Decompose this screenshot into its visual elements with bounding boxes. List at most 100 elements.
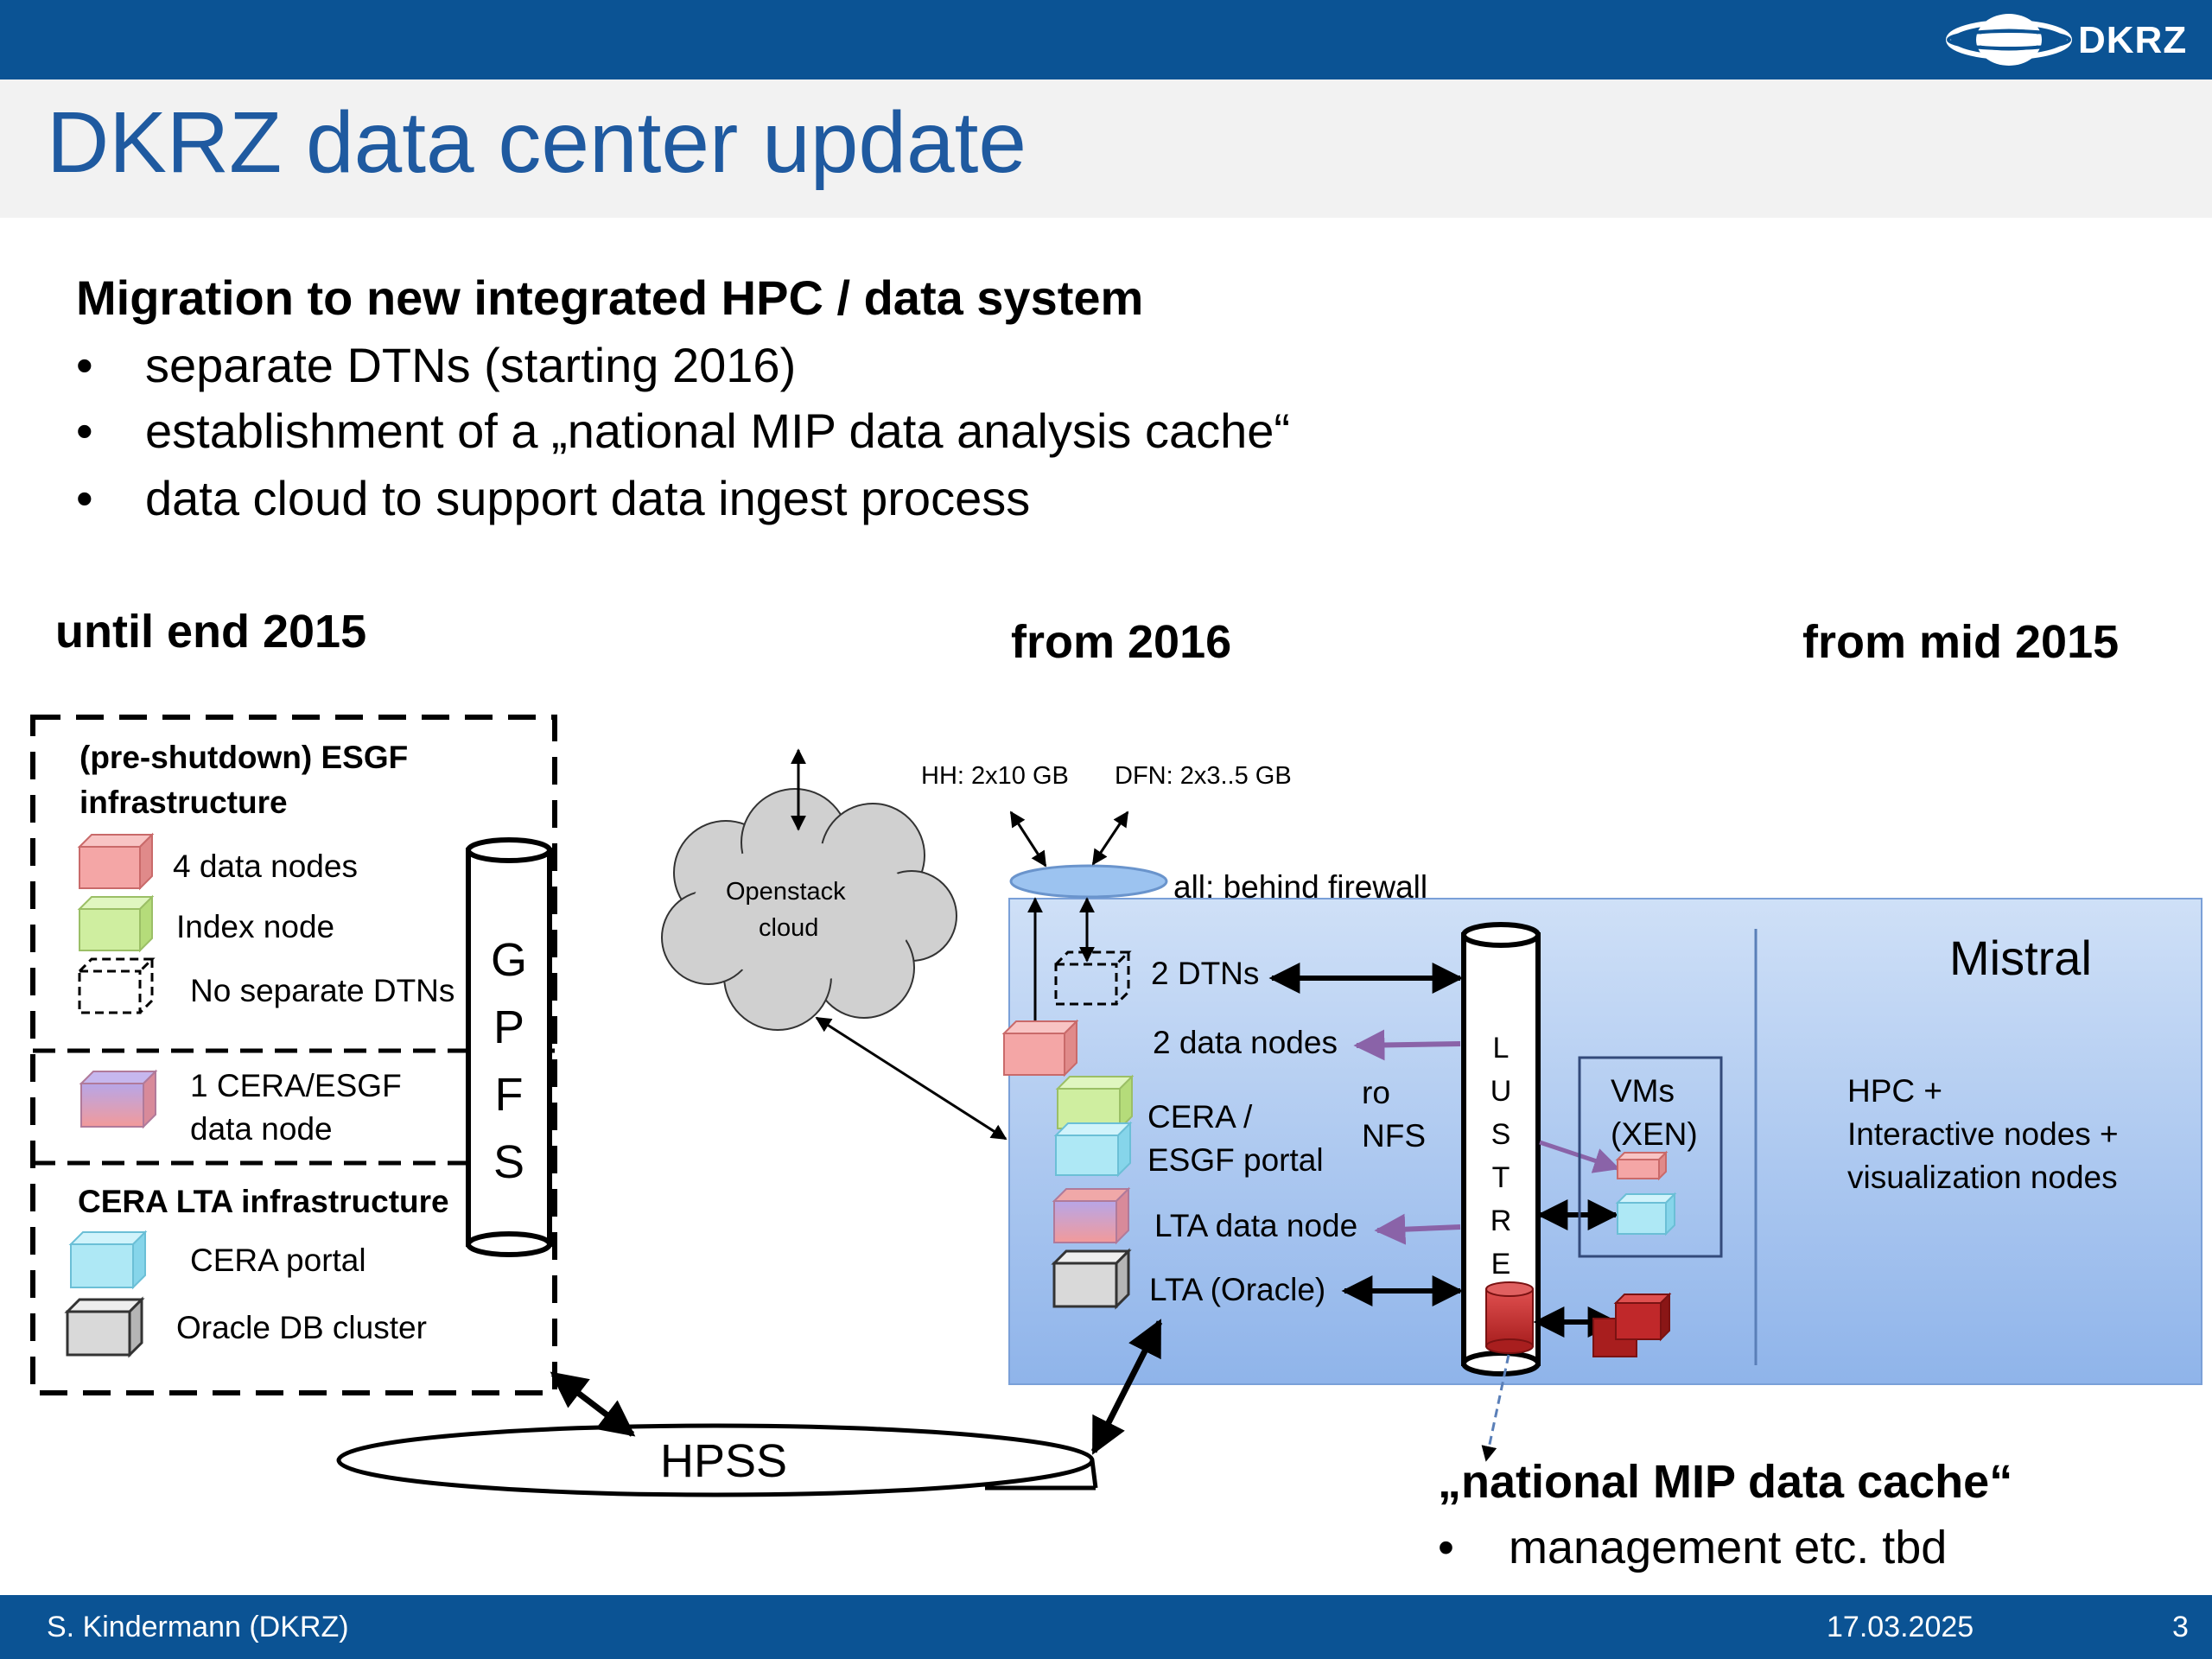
bullet-symbol: • — [1438, 1522, 1454, 1573]
bottom-bar: S. Kindermann (DKRZ) 17.03.2025 3 — [0, 1595, 2212, 1659]
hpss-to-esgf-arrow — [550, 1371, 636, 1437]
esgf-title-line2: infrastructure — [79, 785, 288, 820]
lustre-letter: L — [1492, 1032, 1510, 1065]
esgf-data-node-cube — [77, 832, 155, 891]
bullet-text: establishment of a „national MIP data an… — [145, 404, 1291, 458]
label-hpc-line2: Interactive nodes + — [1847, 1116, 2119, 1152]
dfn-link-label: DFN: 2x3..5 GB — [1115, 762, 1292, 790]
hpss-to-mistral-arrow — [1090, 1319, 1163, 1455]
lustre-to-datanodes-arrow — [1353, 1029, 1461, 1061]
vm-portal-cube — [1615, 1192, 1677, 1236]
mistral-lta-data-node-cube — [1052, 1186, 1131, 1245]
lustre-to-lta-datanode-arrow — [1374, 1213, 1461, 1245]
lustre-letter: E — [1491, 1248, 1511, 1281]
label-cera-portal: CERA portal — [190, 1243, 366, 1278]
mistral-data-node-cube — [1001, 1019, 1079, 1077]
cache-bullet-text: management etc. tbd — [1509, 1522, 1948, 1573]
label-4-data-nodes: 4 data nodes — [173, 849, 358, 884]
hpss-label: HPSS — [660, 1435, 788, 1487]
label-hpc-line3: visualization nodes — [1847, 1160, 2118, 1195]
gpfs-letter: S — [493, 1136, 525, 1188]
vm-data-node-cube — [1615, 1150, 1669, 1181]
mistral-area — [1008, 898, 2202, 1385]
cloud-label-line2: cloud — [759, 914, 819, 942]
gpfs-letter: P — [493, 1001, 525, 1053]
label-index-node: Index node — [176, 909, 335, 944]
dtn-dashed-cube — [1054, 950, 1132, 1006]
label-2-dtns: 2 DTNs — [1151, 956, 1260, 991]
footer-date: 17.03.2025 — [1827, 1611, 1974, 1643]
label-2-data-nodes: 2 data nodes — [1153, 1025, 1338, 1060]
col-head-from-mid-2015: from mid 2015 — [1802, 616, 2120, 668]
intro-heading: Migration to new integrated HPC / data s… — [76, 270, 1144, 325]
cache-storage-cylinder — [1485, 1281, 1534, 1354]
bullet-item: • establishment of a „national MIP data a… — [76, 403, 1290, 459]
label-cera-esgf-line2: data node — [190, 1111, 333, 1147]
label-lta-data-node: LTA data node — [1154, 1208, 1358, 1243]
col-head-until-2015: until end 2015 — [55, 606, 367, 658]
gpfs-letter: G — [490, 934, 527, 986]
cache-title: „national MIP data cache“ — [1438, 1456, 2013, 1508]
logo-text: DKRZ — [2078, 19, 2188, 61]
label-nfs: NFS — [1362, 1118, 1426, 1154]
esgf-dashed-box — [30, 715, 557, 1395]
bullet-text: separate DTNs (starting 2016) — [145, 338, 797, 392]
hh-link-arrow — [1009, 810, 1047, 868]
label-cera-line2: ESGF portal — [1147, 1142, 1324, 1178]
bullet-symbol: • — [76, 338, 93, 392]
gpfs-cylinder — [466, 837, 552, 1257]
label-no-separate-dtns: No separate DTNs — [190, 973, 455, 1008]
bullet-text: data cloud to support data ingest proces… — [145, 471, 1031, 525]
title-band — [0, 79, 2212, 218]
dfn-link-arrow — [1091, 810, 1129, 866]
top-bar: DKRZ — [0, 0, 2212, 79]
footer-author: S. Kindermann (DKRZ) — [47, 1611, 349, 1643]
col-head-from-2016: from 2016 — [1011, 616, 1232, 668]
bullet-item: • separate DTNs (starting 2016) — [76, 337, 796, 393]
hh-link-label: HH: 2x10 GB — [921, 762, 1069, 790]
label-lta-oracle: LTA (Oracle) — [1149, 1272, 1326, 1307]
cache-bullet: • management etc. tbd — [1438, 1521, 1947, 1574]
oracle-db-cube — [64, 1296, 145, 1358]
mistral-cera-cube — [1055, 1074, 1135, 1131]
cera-lta-title: CERA LTA infrastructure — [78, 1184, 449, 1219]
vms-box — [1578, 1056, 1723, 1258]
dkrz-globe-icon — [1946, 14, 2072, 66]
cera-esgf-data-node-cube — [79, 1069, 158, 1129]
no-dtn-dashed-cube — [78, 957, 156, 1014]
gpfs-letter: F — [494, 1069, 524, 1121]
label-cera-esgf-line1: 1 CERA/ESGF — [190, 1068, 402, 1103]
cera-portal-cube — [68, 1230, 148, 1290]
label-ro: ro — [1362, 1075, 1390, 1110]
mistral-esgf-portal-cube — [1053, 1121, 1133, 1178]
esgf-title-line1: (pre-shutdown) ESGF — [79, 740, 409, 775]
label-cera-line1: CERA / — [1147, 1099, 1253, 1135]
lustre-letter: R — [1490, 1205, 1512, 1237]
cache-callout-line — [1481, 1354, 1510, 1462]
cloud-to-mistral-arrow — [815, 1016, 1007, 1141]
label-hpc-line1: HPC + — [1847, 1073, 1943, 1109]
openstack-cloud — [661, 788, 957, 1031]
lustre-letter: T — [1491, 1161, 1510, 1194]
gpfs-label: G P F S — [472, 926, 546, 1196]
bullet-item: • data cloud to support data ingest proce… — [76, 470, 1030, 526]
bullet-symbol: • — [76, 471, 93, 525]
lustre-label: L U S T R E — [1469, 1027, 1533, 1286]
compute-node-cubes — [1592, 1292, 1672, 1357]
footer-page-number: 3 — [2172, 1611, 2189, 1643]
cloud-label-line1: Openstack — [726, 878, 846, 906]
mistral-lta-oracle-cube — [1051, 1248, 1132, 1310]
label-oracle-db-cluster: Oracle DB cluster — [176, 1310, 427, 1345]
dkrz-logo: DKRZ — [1940, 7, 2186, 73]
lustre-letter: U — [1490, 1075, 1512, 1108]
page-title: DKRZ data center update — [47, 94, 1027, 191]
firewall-label: all: behind firewall — [1173, 869, 1428, 905]
label-vms-line1: VMs — [1611, 1073, 1675, 1109]
hpss-storage — [336, 1423, 1098, 1497]
bullet-symbol: • — [76, 404, 93, 458]
lustre-letter: S — [1491, 1118, 1511, 1151]
esgf-index-node-cube — [77, 894, 155, 953]
label-vms-line2: (XEN) — [1611, 1116, 1698, 1152]
mistral-title: Mistral — [1949, 931, 2092, 985]
